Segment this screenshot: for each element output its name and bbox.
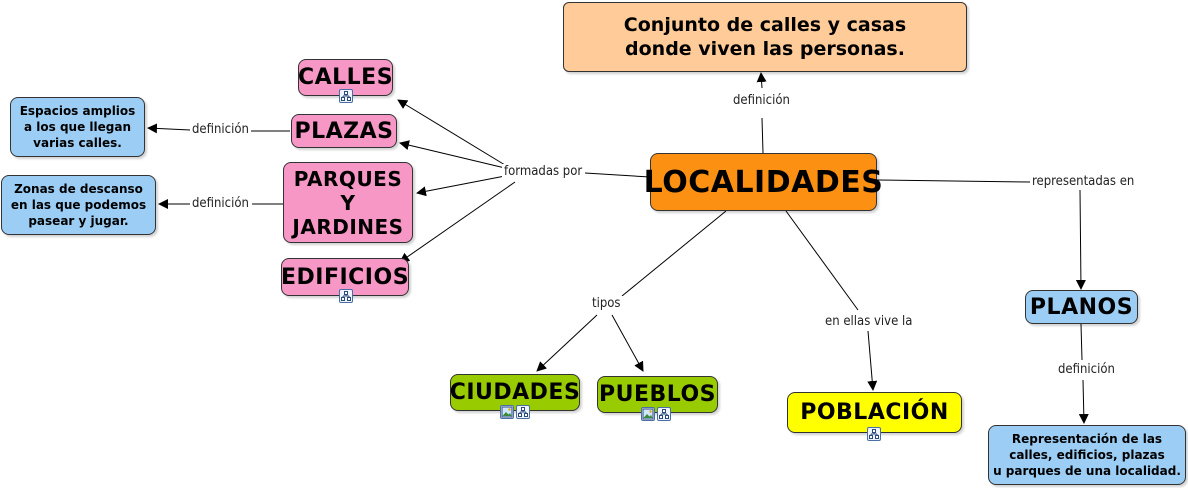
concept-edificios[interactable]: EDIFICIOS [281, 258, 409, 296]
concept-map-icon[interactable] [339, 89, 353, 103]
link-label-definicion-top: definición [731, 93, 792, 109]
link-label-definicion-planos: definición [1056, 362, 1117, 378]
concept-planos[interactable]: PLANOS [1025, 290, 1138, 324]
concept-plazas[interactable]: PLAZAS [291, 114, 397, 148]
image-icon[interactable] [641, 407, 655, 421]
link-label-definicion-parques: definición [190, 196, 251, 212]
concept-map-icon[interactable] [867, 427, 881, 441]
concept-espacios-amplios[interactable]: Espacios amplios a los que llegan varias… [10, 97, 145, 157]
concept-localidades[interactable]: LOCALIDADES [644, 153, 883, 211]
concept-zonas-de-descanso[interactable]: Zonas de descanso en las que podemos pas… [1, 175, 156, 235]
concept-map-icon[interactable] [516, 405, 530, 419]
concept-pueblos[interactable]: PUEBLOS [597, 376, 718, 413]
concept-calles[interactable]: CALLES [298, 59, 393, 96]
link-label-definicion-plazas: definición [190, 122, 251, 138]
concept-ciudades[interactable]: CIUDADES [450, 374, 580, 411]
link-label-representadas-en: representadas en [1030, 174, 1137, 190]
concept-poblacion[interactable]: POBLACIÓN [787, 392, 962, 433]
concept-representacion[interactable]: Representación de las calles, edificios,… [988, 425, 1186, 485]
concept-map-icon[interactable] [657, 407, 671, 421]
link-label-formadas-por: formadas por [502, 164, 585, 180]
concept-map-icon[interactable] [339, 289, 353, 303]
concept-parques-y-jardines[interactable]: PARQUES Y JARDINES [283, 162, 413, 243]
link-label-en-ellas-vive-la: en ellas vive la [823, 314, 915, 330]
concept-definition-localidades[interactable]: Conjunto de calles y casas donde viven l… [563, 2, 967, 72]
image-icon[interactable] [500, 405, 514, 419]
link-label-tipos: tipos [590, 296, 623, 312]
